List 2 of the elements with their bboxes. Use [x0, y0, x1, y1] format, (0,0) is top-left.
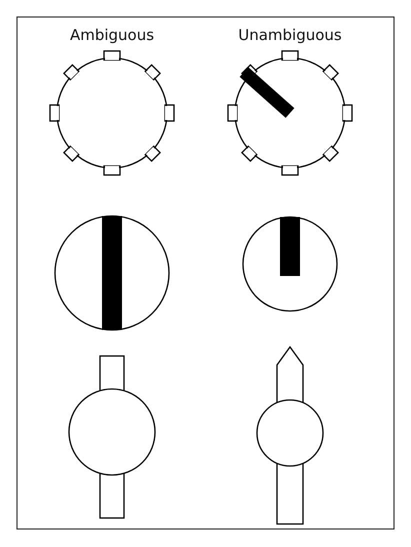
column-heading: Ambiguous	[70, 26, 154, 44]
column-heading: Unambiguous	[238, 26, 342, 44]
